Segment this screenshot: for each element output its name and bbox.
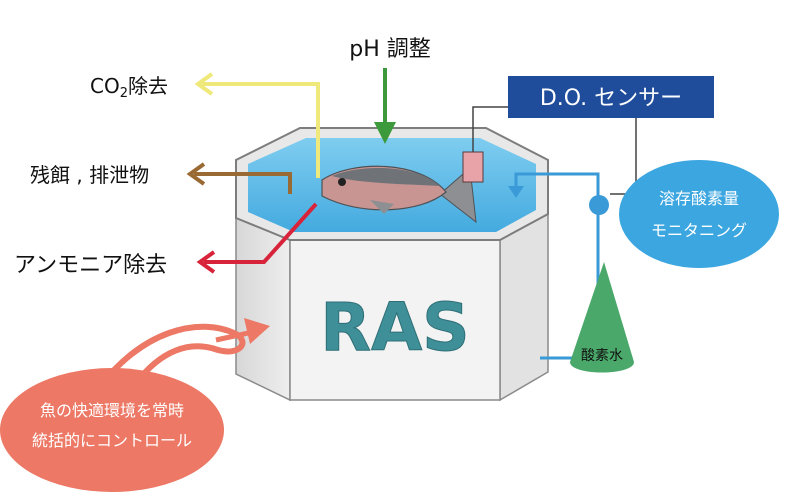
do-sensor: D.O. センサー [462, 76, 714, 195]
residue-arrow-head [186, 162, 206, 186]
inlet-arrow-head [508, 186, 524, 198]
oxygen-label: 酸素水 [581, 348, 623, 364]
ph-label: pH 調整 [349, 37, 431, 62]
co2-label: CO2除去 [90, 74, 168, 101]
fish-back [332, 167, 440, 186]
monitor-ellipse [619, 160, 779, 268]
oxygen-cone-group: 酸素水 [570, 262, 634, 373]
monitor-line1: 溶存酸素量 [659, 189, 739, 208]
fish-comfort-line2: 統括的にコントロール [32, 431, 192, 450]
ras-label: RAS [320, 289, 469, 366]
fish-comfort-line1: 魚の快適環境を常時 [40, 401, 184, 420]
sensor-cable [472, 106, 508, 152]
sensor-probe [462, 151, 484, 183]
monitor-bubble: 溶存酸素量 モニタニング [619, 160, 779, 268]
co2-arrow-line [202, 82, 320, 178]
do-sensor-box [508, 76, 714, 118]
fish-comfort-bubble: 魚の快適環境を常時 統括的にコントロール [0, 318, 270, 492]
ph-adjust: pH 調整 [349, 37, 431, 144]
co2-arrow-head [194, 72, 214, 96]
residue-removal: 残餌 , 排泄物 [30, 162, 292, 194]
tank-right-side [499, 212, 549, 402]
ammonia-removal: アンモニア除去 [14, 202, 318, 278]
do-sensor-label: D.O. センサー [540, 86, 682, 111]
co2-removal: CO2除去 [90, 72, 320, 178]
residue-label: 残餌 , 排泄物 [30, 163, 149, 187]
sensor-to-monitor-line [610, 118, 637, 195]
fish [321, 165, 477, 224]
monitor-line2: モニタニング [651, 221, 747, 240]
swoosh-line [215, 327, 263, 343]
tank-left-side [235, 216, 291, 402]
tank-front [289, 239, 501, 401]
bubble-swoosh [93, 323, 246, 394]
residue-arrow-line [194, 172, 292, 194]
oxygen-cone [570, 262, 634, 373]
fish-comfort-ellipse [0, 368, 224, 492]
ammonia-arrow-head [196, 250, 216, 274]
ammonia-label: アンモニア除去 [14, 253, 167, 278]
do-junction [589, 195, 609, 215]
fish-fin [370, 200, 394, 214]
fish-eye [338, 178, 346, 186]
ph-arrow-head [374, 122, 396, 144]
ammonia-arrow-line [204, 202, 318, 264]
